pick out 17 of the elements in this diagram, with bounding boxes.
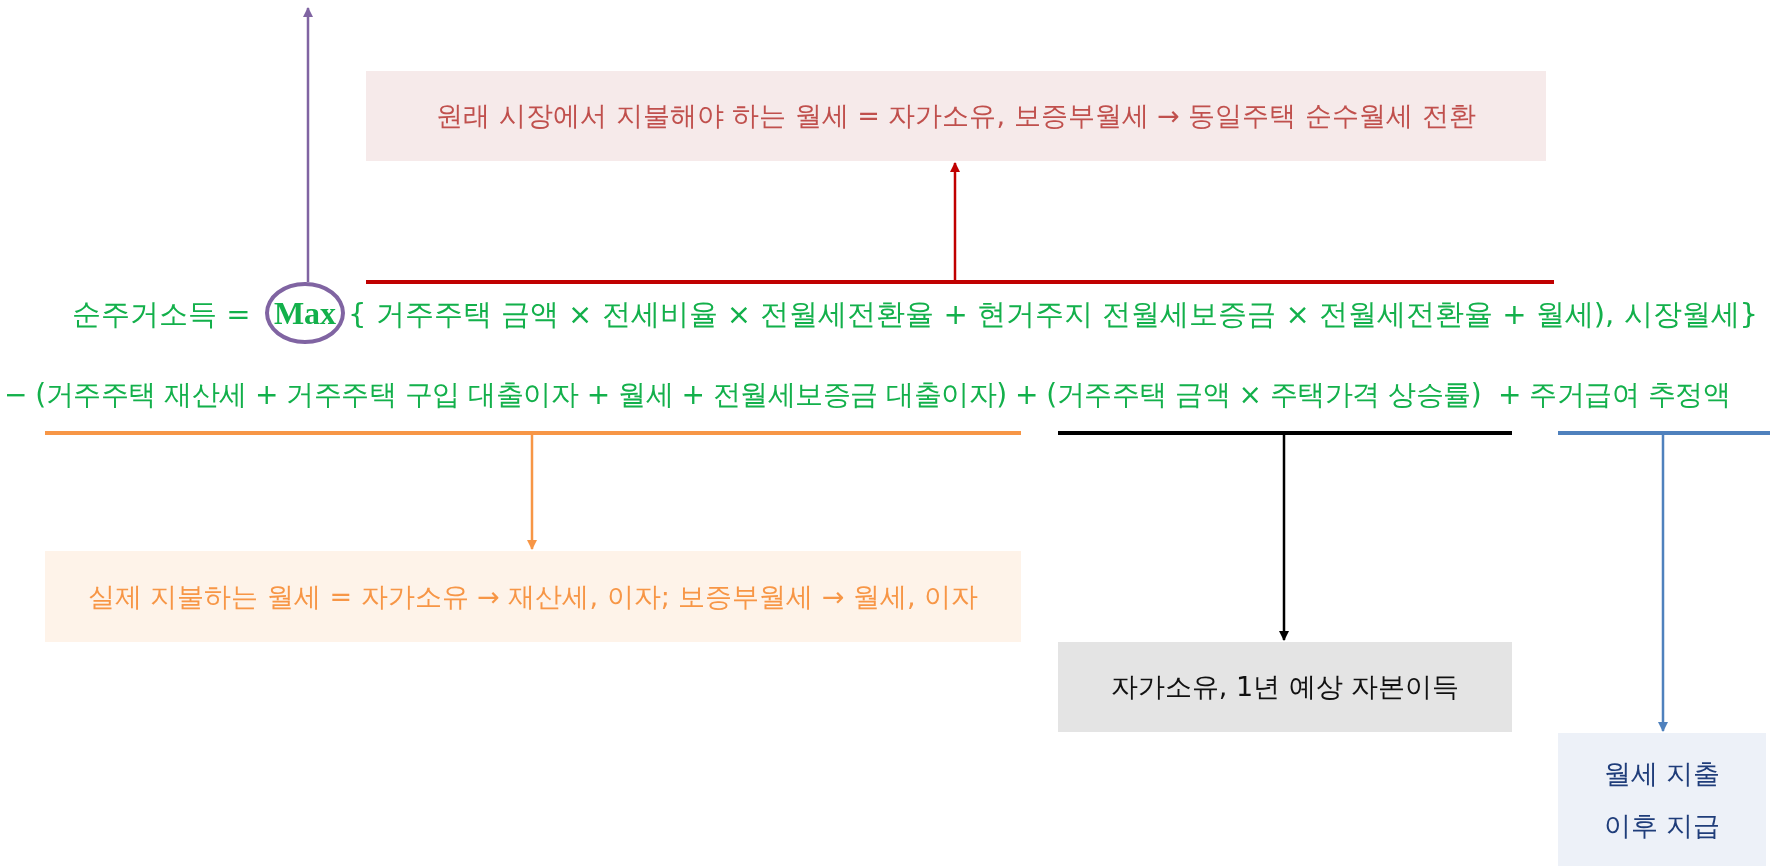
bracket-bar bbox=[366, 280, 1554, 284]
formula-text: { 거주주택 금액 × 전세비율 × 전월세전환율 + 현거주지 전월세보증금 × 전월세전환율 + 월세), 시장월세} bbox=[348, 296, 1758, 332]
arrow bbox=[1279, 435, 1289, 641]
bracket-bar bbox=[1058, 431, 1512, 435]
formula-text: 순주거소득 = bbox=[72, 296, 251, 332]
arrow bbox=[303, 7, 313, 282]
highlight-circle: Max bbox=[265, 282, 345, 344]
arrow bbox=[950, 162, 960, 280]
note-box: 실제 지불하는 월세 = 자가소유 → 재산세, 이자; 보증부월세 → 월세, 이자 bbox=[45, 551, 1021, 642]
bracket-bar bbox=[1558, 431, 1770, 435]
bracket-bar bbox=[45, 431, 1021, 435]
formula-text: − (거주주택 재산세 + 거주주택 구입 대출이자 + 월세 + 전월세보증금 대출이자) + (거주주택 금액 × 주택가격 상승률) + 주거급여 추정액 bbox=[4, 377, 1731, 413]
arrow bbox=[1658, 435, 1668, 732]
note-box: 월세 지출 이후 지급 bbox=[1558, 733, 1766, 866]
arrow bbox=[527, 435, 537, 550]
note-box: 자가소유, 1년 예상 자본이득 bbox=[1058, 642, 1512, 732]
note-box: 원래 시장에서 지불해야 하는 월세 = 자가소유, 보증부월세 → 동일주택 순수월세 전환 bbox=[366, 71, 1546, 161]
